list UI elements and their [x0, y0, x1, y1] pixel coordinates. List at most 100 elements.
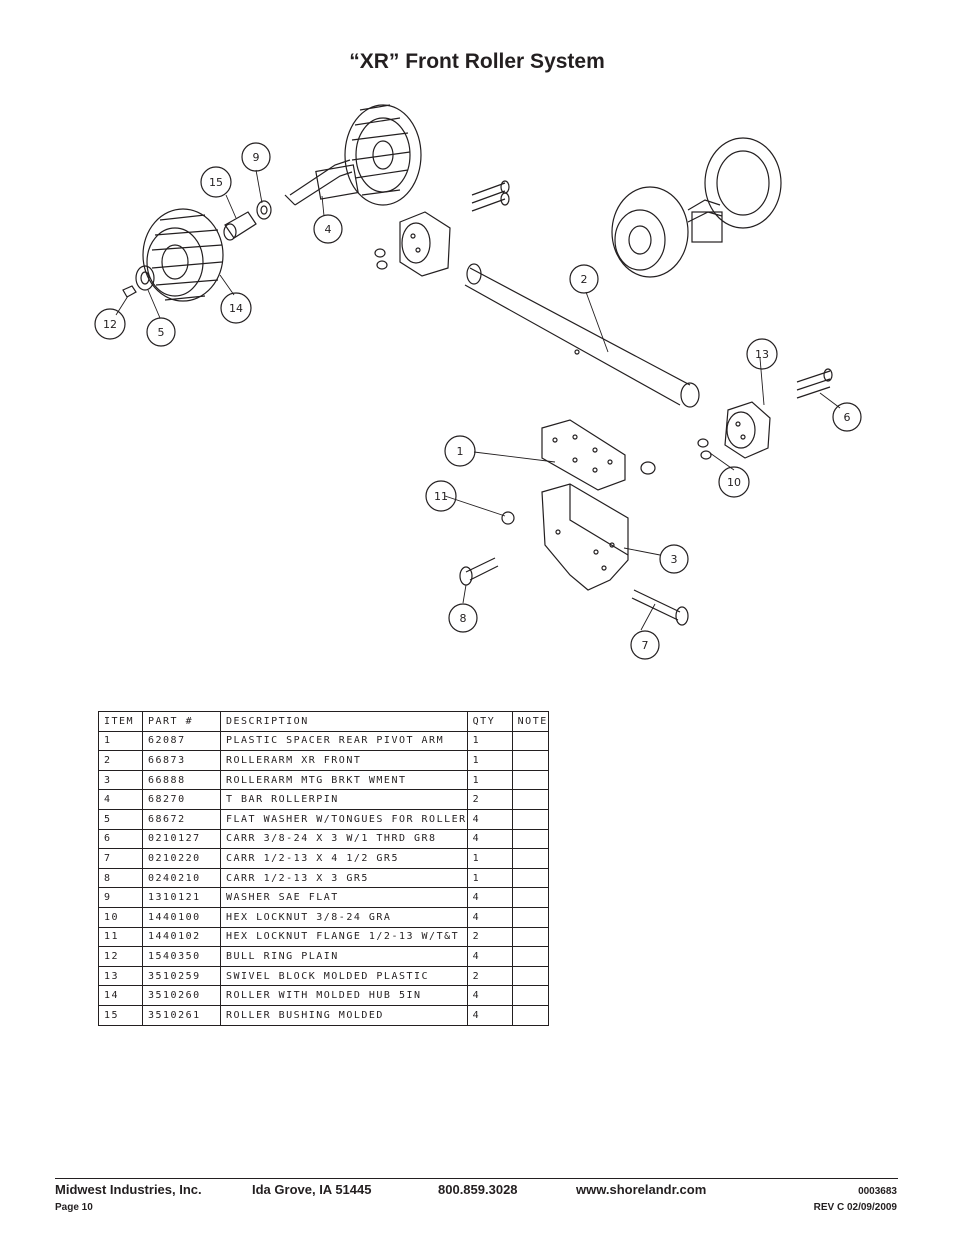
cell-qty: 4 — [466, 906, 513, 928]
bull-ring-12 — [122, 285, 137, 298]
svg-text:2: 2 — [581, 273, 588, 286]
cell-part-number: 1440102 — [142, 926, 221, 948]
cell-qty: 2 — [466, 926, 513, 948]
cell-note — [511, 1004, 549, 1026]
callout-7: 7 — [630, 630, 660, 660]
leader-lines — [115, 169, 841, 631]
cell-part-number: 68672 — [142, 808, 221, 830]
cell-note — [511, 808, 549, 830]
callout-3: 3 — [659, 544, 689, 574]
carriage-bolt-7 — [631, 589, 689, 626]
cell-description: SWIVEL BLOCK MOLDED PLASTIC — [220, 965, 468, 987]
footer-city: Ida Grove, IA 51445 — [252, 1182, 372, 1197]
svg-text:1: 1 — [457, 445, 464, 458]
cell-note — [511, 789, 549, 810]
table-header-row: ITEM PART # DESCRIPTION QTY NOTE — [98, 711, 549, 732]
carriage-bolts-6 — [796, 368, 833, 399]
cell-description: BULL RING PLAIN — [220, 946, 468, 967]
cell-qty: 1 — [466, 769, 513, 791]
cell-description: ROLLERARM MTG BRKT WMENT — [220, 769, 468, 791]
cell-part-number: 3510260 — [142, 985, 221, 1006]
cell-item: 7 — [98, 848, 143, 869]
cell-qty: 1 — [466, 848, 513, 869]
cell-note — [511, 946, 549, 967]
cell-item: 6 — [98, 828, 143, 850]
callout-10: 10 — [718, 466, 750, 498]
cell-part-number: 3510259 — [142, 965, 221, 987]
cell-item: 2 — [98, 750, 143, 771]
svg-text:4: 4 — [325, 223, 332, 236]
cell-note — [511, 867, 549, 889]
cell-qty: 4 — [466, 946, 513, 967]
cell-description: HEX LOCKNUT 3/8-24 GRA — [220, 906, 468, 928]
cell-part-number: 68270 — [142, 789, 221, 810]
cell-part-number: 66873 — [142, 750, 221, 771]
cell-part-number: 0240210 — [142, 867, 221, 889]
cell-item: 8 — [98, 867, 143, 889]
cell-item: 15 — [98, 1004, 143, 1026]
cell-part-number: 1440100 — [142, 906, 221, 928]
roller-arm-2 — [464, 263, 700, 408]
cell-qty: 1 — [466, 867, 513, 889]
cell-qty: 4 — [466, 887, 513, 908]
callout-1: 1 — [444, 435, 476, 467]
mounting-bracket-3 — [541, 483, 629, 591]
cell-part-number: 62087 — [142, 730, 221, 752]
page-title: “XR” Front Roller System — [349, 50, 605, 73]
locknut-11 — [501, 511, 515, 525]
cell-note — [511, 730, 549, 752]
column-header-description: DESCRIPTION — [220, 711, 468, 732]
column-header-note: NOTE — [511, 711, 549, 732]
cell-description: HEX LOCKNUT FLANGE 1/2-13 W/T&T — [220, 926, 468, 948]
footer-doc-number: 0003683 — [858, 1186, 897, 1197]
callout-12: 12 — [94, 308, 126, 340]
callout-4: 4 — [313, 214, 343, 244]
svg-text:12: 12 — [103, 318, 117, 331]
cell-description: FLAT WASHER W/TONGUES FOR ROLLER — [220, 808, 468, 830]
svg-text:8: 8 — [460, 612, 467, 625]
cell-description: CARR 1/2-13 X 3 GR5 — [220, 867, 468, 889]
cell-qty: 2 — [466, 965, 513, 987]
roller-bushing-15 — [223, 211, 257, 241]
cell-qty: 4 — [466, 828, 513, 850]
cell-part-number: 66888 — [142, 769, 221, 791]
cell-qty: 2 — [466, 789, 513, 810]
cell-qty: 4 — [466, 808, 513, 830]
footer-website[interactable]: www.shorelandr.com — [576, 1182, 707, 1197]
locknuts-10 — [697, 438, 712, 460]
cell-item: 4 — [98, 789, 143, 810]
cell-part-number: 3510261 — [142, 1004, 221, 1026]
callout-14: 14 — [220, 292, 252, 324]
cell-note — [511, 828, 549, 850]
cell-item: 9 — [98, 887, 143, 908]
roller-assembly-top-left — [284, 104, 422, 206]
callout-2: 2 — [569, 264, 599, 294]
cell-description: ROLLERARM XR FRONT — [220, 750, 468, 771]
cell-item: 1 — [98, 730, 143, 752]
cell-item: 11 — [98, 926, 143, 948]
svg-text:9: 9 — [253, 151, 260, 164]
callout-6: 6 — [832, 402, 862, 432]
callout-8: 8 — [448, 603, 478, 633]
cell-part-number: 0210127 — [142, 828, 221, 850]
cell-qty: 4 — [466, 1004, 513, 1026]
callout-15: 15 — [200, 166, 232, 198]
cell-note — [511, 926, 549, 948]
svg-text:10: 10 — [727, 476, 741, 489]
cell-part-number: 0210220 — [142, 848, 221, 869]
